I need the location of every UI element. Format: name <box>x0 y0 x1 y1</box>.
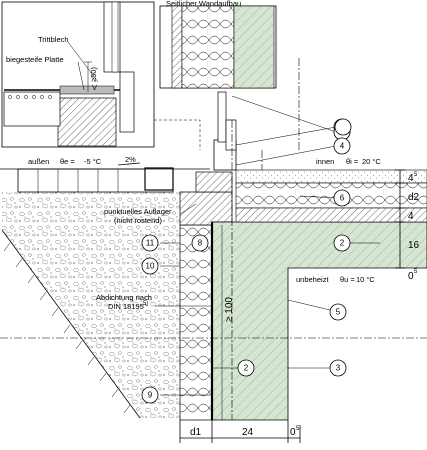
drain-grate <box>144 167 174 191</box>
dim-bottom-0: 0 <box>290 427 296 438</box>
dim-right-16: 16 <box>408 240 420 251</box>
right-inset: Seitlicher Wandaufbau <box>159 0 277 89</box>
door-frame <box>217 91 227 143</box>
svg-text:5: 5 <box>336 308 341 317</box>
dim-right-5b-sup: 5 <box>414 269 418 275</box>
svg-text:9: 9 <box>148 391 153 400</box>
callout-bubble-10: 10 <box>141 257 159 275</box>
callout-bubble-2-bottom: 2 <box>237 359 255 377</box>
callout-bubble-5: 5 <box>329 303 347 321</box>
dim-right-4: 4 <box>408 173 414 184</box>
outside-label: außen <box>28 157 49 166</box>
outside-temp-value: -5 °C <box>84 157 102 166</box>
dim-right-d2: d2 <box>408 192 420 203</box>
svg-text:2: 2 <box>340 239 345 248</box>
paving-joints <box>37 169 119 192</box>
svg-text:4: 4 <box>340 142 345 151</box>
slope-line <box>1 229 141 419</box>
dim-right-4b: 4 <box>408 211 414 222</box>
gravel-fill <box>2 192 180 418</box>
support-note: (nicht rostend) <box>114 216 162 225</box>
outside-temp-symbol: θe = <box>60 157 75 166</box>
door-sash <box>225 119 237 151</box>
sealing-footnote: 5) <box>143 301 148 307</box>
svg-text:11: 11 <box>146 239 155 248</box>
callout-bubble-6: 6 <box>333 189 351 207</box>
svg-text:3: 3 <box>336 364 341 373</box>
callout-bubble-11: 11 <box>141 234 159 252</box>
callout-bubble-8: 8 <box>191 234 209 252</box>
callout-bubble-2-right: 2 <box>333 234 351 252</box>
inside-temp-value: 20 °C <box>362 157 381 166</box>
soil-hatch <box>3 242 131 414</box>
unheated-temp-symbol: θu = <box>340 275 355 284</box>
callout-bubble-7b <box>334 118 352 136</box>
dim-bottom-d1: d1 <box>190 427 202 438</box>
min-height-dim: ≥ 100 <box>224 297 235 322</box>
callout-bubble-3: 3 <box>329 359 347 377</box>
inside-temp-symbol: θi = <box>346 157 359 166</box>
inside-label: innen <box>316 157 334 166</box>
svg-text:2: 2 <box>244 364 249 373</box>
inset-title: Seitlicher Wandaufbau <box>166 0 241 8</box>
dim-bottom-5-sup: 5 <box>296 426 300 432</box>
inset-dim-50: ≥50) <box>89 67 98 82</box>
inset-label-trittblech: Trittblech <box>38 35 69 44</box>
support-label: punktuelles Auflager <box>104 207 172 216</box>
left-inset: Trittblech biegesteife Platte ≥50) V <box>1 1 155 148</box>
callout-leaders <box>160 95 380 396</box>
dim-right-5-sup: 5 <box>414 172 418 178</box>
unheated-temp-value: 10 °C <box>356 275 375 284</box>
separation-layer <box>235 207 427 223</box>
svg-text:10: 10 <box>146 262 155 271</box>
slope-label: 2% <box>125 155 136 164</box>
svg-text:8: 8 <box>198 239 203 248</box>
svg-text:6: 6 <box>340 194 345 203</box>
inset-label-v: V <box>92 83 97 92</box>
dim-bottom-24: 24 <box>242 427 254 438</box>
dim-right-0: 0 <box>408 271 414 282</box>
callout-bubble-4: 4 <box>333 137 351 155</box>
sealing-standard: DIN 18195 <box>108 302 144 311</box>
inset-label-plate: biegesteife Platte <box>6 55 64 64</box>
callout-bubble-9: 9 <box>141 386 159 404</box>
sealing-label: Abdichtung nach <box>96 293 152 302</box>
unheated-label: unbeheizt <box>296 275 329 284</box>
